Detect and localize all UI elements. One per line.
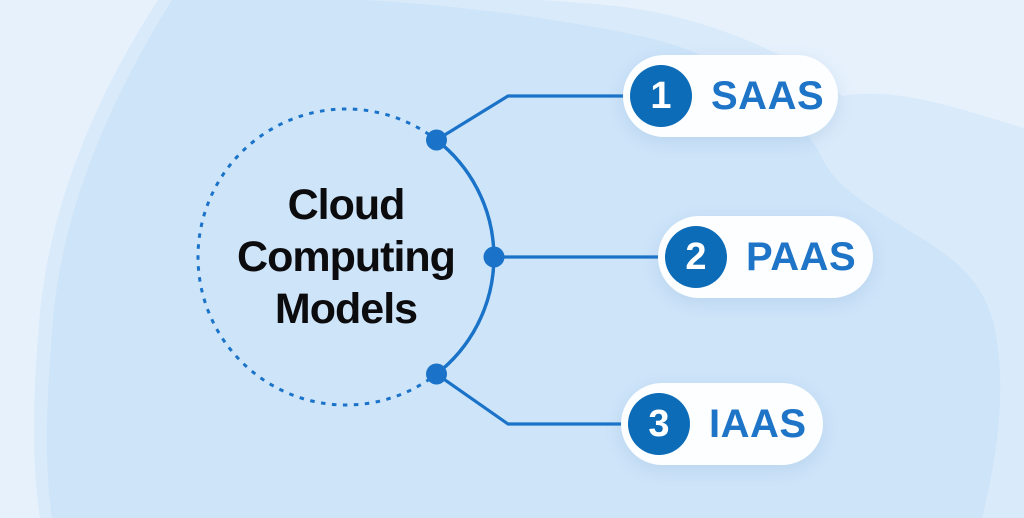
model-pill-paas: 2 PAAS <box>658 216 873 298</box>
branch-node-1 <box>426 129 447 151</box>
title-line-3: Models <box>274 285 418 333</box>
connector-line-1 <box>434 94 630 142</box>
badge-number: 1 <box>650 74 672 117</box>
diagram-title: Cloud Computing Models <box>186 166 506 348</box>
badge-number: 2 <box>685 235 707 278</box>
model-label-iaas: IAAS <box>709 401 807 446</box>
model-pill-iaas: 3 IAAS <box>621 383 823 465</box>
model-pill-saas: 1 SAAS <box>623 55 838 137</box>
connector-line-3 <box>434 372 628 426</box>
number-badge-2: 2 <box>665 226 727 288</box>
branch-node-2 <box>483 246 505 268</box>
number-badge-1: 1 <box>630 65 692 127</box>
model-label-saas: SAAS <box>711 73 825 118</box>
model-label-paas: PAAS <box>746 234 857 279</box>
title-line-2: Computing <box>237 233 456 281</box>
number-badge-3: 3 <box>628 393 690 455</box>
title-line-1: Cloud <box>287 181 406 229</box>
branch-node-3 <box>426 363 447 385</box>
badge-number: 3 <box>648 402 670 445</box>
